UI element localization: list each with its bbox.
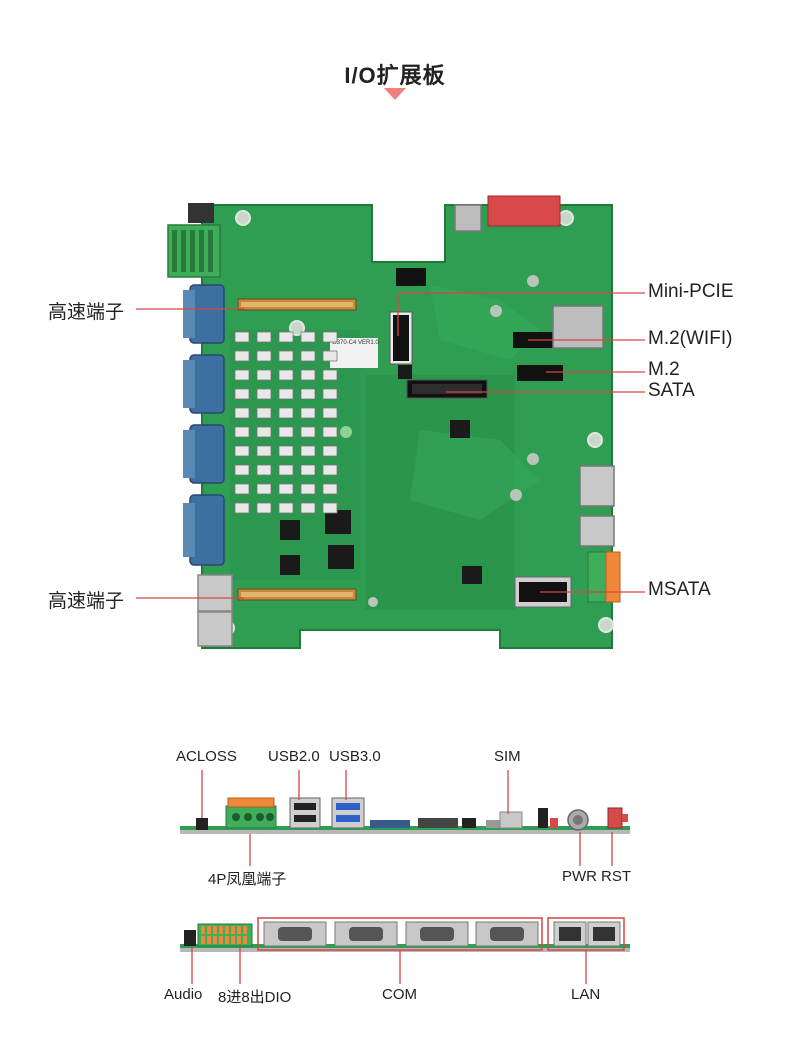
side-view-1 [180,770,630,866]
main-pcb: G370-C4 VER1.0 [167,195,621,649]
label-sim: SIM [494,748,521,765]
pcb-component [256,388,272,400]
pcb-component [322,407,338,419]
pcb-component [300,388,316,400]
pcb-component [322,445,338,457]
pcb-component [278,407,294,419]
pcb-component [256,464,272,476]
pcb-component [256,350,272,362]
pcb-component [278,350,294,362]
pcb-component [256,426,272,438]
silkscreen-model: G370-C4 VER1.0 [332,340,379,346]
pcb-component [322,483,338,495]
pcb-component [278,502,294,514]
label-m2-wifi: M.2(WIFI) [648,328,733,349]
pcb-component [234,483,250,495]
pcb-component [278,445,294,457]
label-high-speed-top: 高速端子 [48,302,125,323]
label-usb2: USB2.0 [268,748,320,765]
pcb-component [300,483,316,495]
pcb-component [234,445,250,457]
pcb-component [234,464,250,476]
pcb-component [300,407,316,419]
pcb-component [234,369,250,381]
pcb-component [256,369,272,381]
pcb-component [300,426,316,438]
label-high-speed-bottom: 高速端子 [48,591,125,612]
pcb-component [234,407,250,419]
page-title: I/O扩展板 [344,63,446,88]
pcb-component [278,369,294,381]
label-m2: M.2 [648,359,680,380]
title-arrow-icon [384,88,406,100]
label-phoenix-terminal: 4P凤凰端子 [208,871,287,888]
pcb-component [256,483,272,495]
label-pwr: PWR [562,868,597,885]
pcb-component [322,388,338,400]
label-com: COM [382,986,417,1003]
pcb-component [256,331,272,343]
pcb-component [278,426,294,438]
pcb-component [300,331,316,343]
label-acloss: ACLOSS [176,748,237,765]
label-rst: RST [601,868,631,885]
pcb-component [322,369,338,381]
pcb-component [300,445,316,457]
label-lan: LAN [571,986,601,1003]
label-audio: Audio [164,986,203,1003]
pcb-component [256,445,272,457]
pcb-component [278,388,294,400]
label-msata: MSATA [648,579,711,600]
pcb-component [322,426,338,438]
pcb-component [278,331,294,343]
pcb-component [300,350,316,362]
pcb-component [300,369,316,381]
pcb-component [256,502,272,514]
pcb-component [234,388,250,400]
label-usb3: USB3.0 [329,748,381,765]
pcb-component [234,426,250,438]
pcb-component [234,502,250,514]
pcb-component [278,483,294,495]
pcb-component [234,331,250,343]
pcb-component [322,464,338,476]
pcb-component [322,331,338,343]
label-dio: 8进8出DIO [218,989,292,1006]
label-mini-pcie: Mini-PCIE [648,281,734,302]
pcb-component [256,407,272,419]
pcb-component [234,350,250,362]
pcb-component [300,502,316,514]
pcb-component [322,502,338,514]
pcb-component [322,350,338,362]
leader-lines [136,292,645,599]
pcb-component [278,464,294,476]
label-sata: SATA [648,380,695,401]
pcb-component [300,464,316,476]
side-view-2 [180,917,630,984]
